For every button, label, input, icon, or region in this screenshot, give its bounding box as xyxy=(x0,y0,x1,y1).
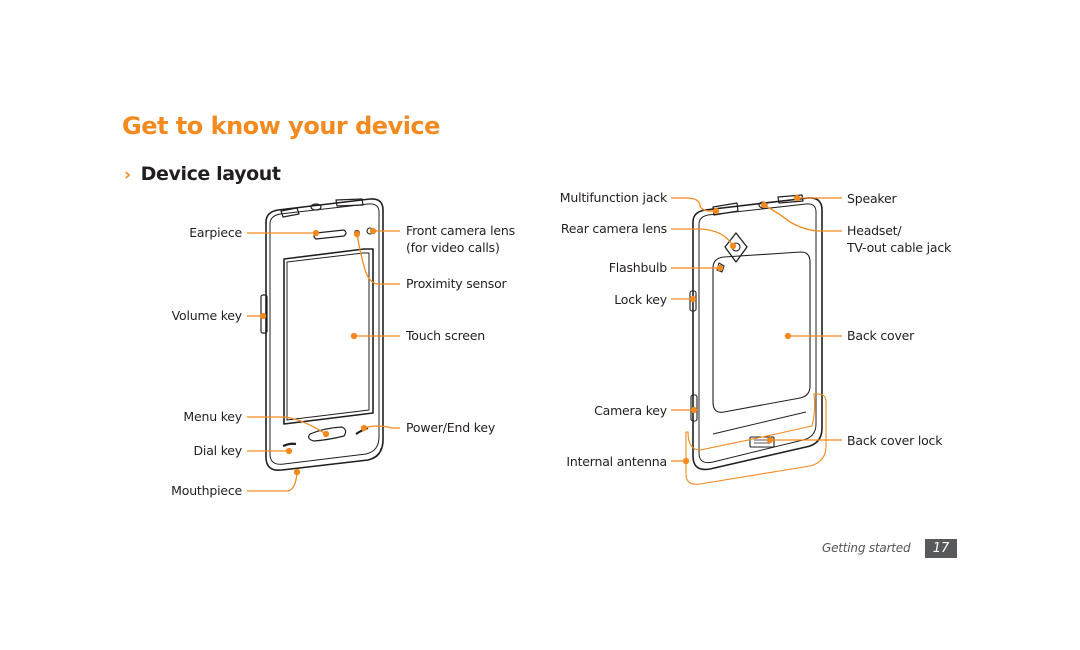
label-lock-key: Lock key xyxy=(614,292,667,307)
label-front-camera-note: (for video calls) xyxy=(406,240,500,255)
label-headset-jack: Headset/ xyxy=(847,223,902,238)
label-power-end-key: Power/End key xyxy=(406,420,496,435)
phone-back xyxy=(689,194,823,471)
label-tv-out-jack: TV-out cable jack xyxy=(847,240,952,255)
label-rear-camera-lens: Rear camera lens xyxy=(560,221,667,236)
section-heading: › Device layout xyxy=(124,163,281,185)
label-front-camera-lens: Front camera lens xyxy=(406,223,515,238)
label-multifunction-jack: Multifunction jack xyxy=(559,190,667,205)
page-title: Get to know your device xyxy=(122,112,440,140)
page-number: 17 xyxy=(925,539,957,558)
chevron-right-icon: › xyxy=(124,165,131,185)
label-flashbulb: Flashbulb xyxy=(608,260,667,275)
label-dial-key: Dial key xyxy=(193,443,243,458)
label-volume-key: Volume key xyxy=(171,308,243,323)
label-camera-key: Camera key xyxy=(594,403,667,418)
label-touch-screen: Touch screen xyxy=(406,328,486,343)
label-internal-antenna: Internal antenna xyxy=(566,454,667,469)
section-title: Device layout xyxy=(140,163,281,185)
label-proximity-sensor: Proximity sensor xyxy=(406,276,507,291)
label-back-cover-lock: Back cover lock xyxy=(847,433,943,448)
label-speaker: Speaker xyxy=(847,191,897,206)
label-earpiece: Earpiece xyxy=(189,225,242,240)
label-menu-key: Menu key xyxy=(183,409,242,424)
callout-lines xyxy=(247,194,842,492)
footer-section: Getting started xyxy=(822,541,911,555)
label-back-cover: Back cover xyxy=(847,328,915,343)
label-mouthpiece: Mouthpiece xyxy=(171,483,242,498)
